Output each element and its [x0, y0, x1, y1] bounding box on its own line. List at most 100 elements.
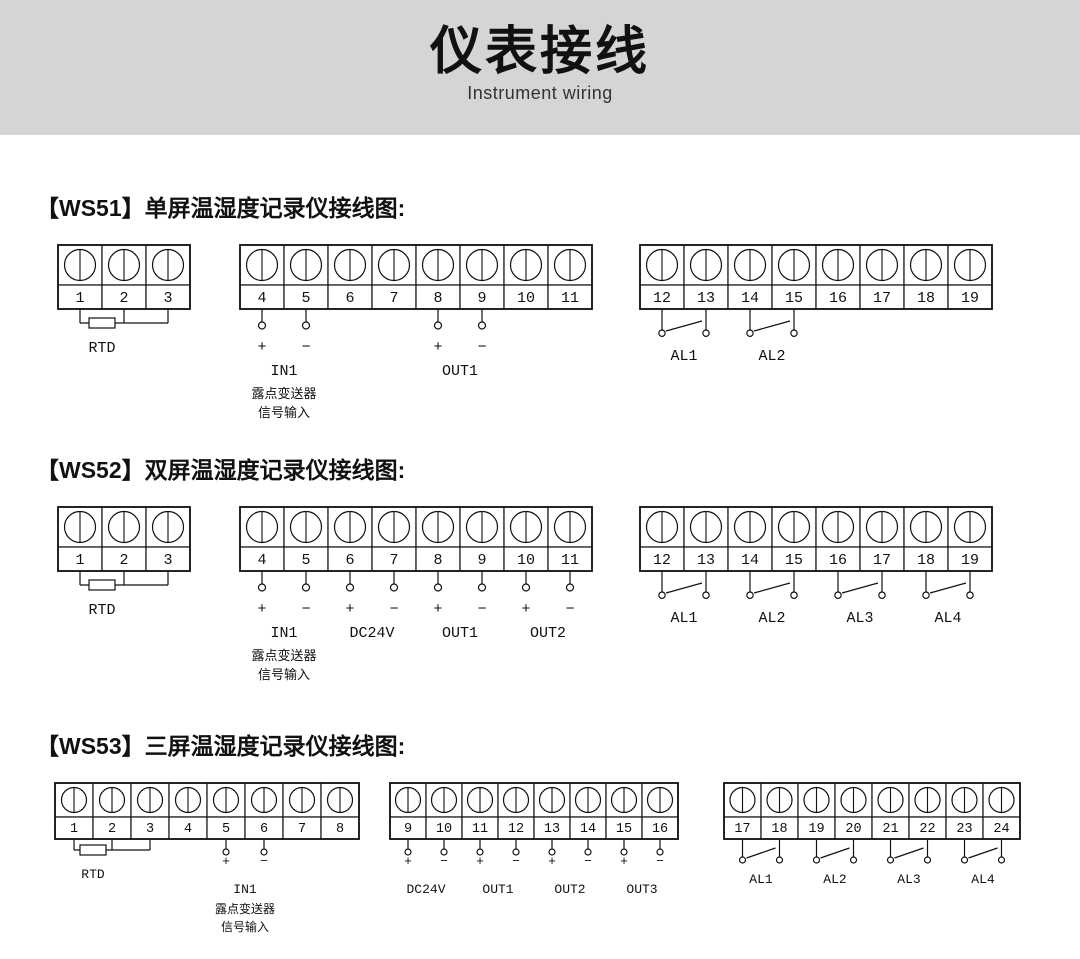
switch-contact-icon [702, 329, 710, 338]
terminal: 4 [239, 506, 285, 572]
terminal: 13 [683, 506, 729, 572]
number-cell [903, 284, 949, 310]
annotation-label: RTD [88, 602, 115, 619]
terminal: 7 [371, 506, 417, 572]
annotation-sublabel: 信号输入 [258, 405, 310, 420]
annotation-label: DC24V [406, 882, 445, 897]
terminal-number: 12 [508, 822, 524, 837]
terminal-number: 8 [336, 822, 344, 837]
section-heading-ws52: 【WS52】双屏温湿度记录仪接线图: [36, 457, 406, 483]
terminal: 6 [327, 244, 373, 310]
terminal-number: 6 [345, 552, 354, 569]
annotation-label: RTD [88, 340, 115, 357]
terminal: 7 [371, 244, 417, 310]
terminal: 2 [92, 782, 132, 840]
pin-terminal-icon [301, 583, 311, 592]
terminal-number: 24 [993, 822, 1009, 837]
switch-contact-icon [922, 591, 930, 600]
terminal-number: 11 [561, 290, 579, 307]
terminal-number: 14 [580, 822, 596, 837]
terminal: 13 [683, 244, 729, 310]
terminal-number: 3 [163, 290, 172, 307]
terminal-number: 6 [345, 290, 354, 307]
number-cell [283, 546, 329, 572]
switch-contact-icon [702, 591, 710, 600]
wire [753, 582, 791, 594]
annotation-label: AL2 [823, 872, 846, 887]
terminal-number: 1 [75, 290, 84, 307]
terminal: 24 [982, 782, 1021, 840]
terminal-number: 13 [697, 552, 715, 569]
terminal-number: 5 [222, 822, 230, 837]
switch-contact-icon [738, 856, 747, 864]
pin-terminal-icon [565, 583, 575, 592]
terminal: 23 [945, 782, 984, 840]
pins-annotation: +−OUT2 [548, 839, 592, 897]
switch-contact-icon [812, 856, 821, 864]
switch-contact-icon [960, 856, 969, 864]
terminal-number: 20 [845, 822, 861, 837]
wire [820, 847, 850, 859]
wire [746, 847, 776, 859]
pins-annotation: +−OUT2 [521, 571, 575, 642]
polarity-sign: + [222, 854, 230, 869]
terminal-number: 19 [961, 290, 979, 307]
switch-contact-icon [746, 591, 754, 600]
pin-terminal-icon [433, 321, 443, 330]
polarity-sign: + [433, 601, 442, 618]
terminal-number: 12 [653, 552, 671, 569]
terminal-number: 8 [433, 552, 442, 569]
terminal-number: 5 [301, 290, 310, 307]
terminal-number: 17 [873, 290, 891, 307]
wire [665, 320, 703, 332]
terminal: 8 [415, 244, 461, 310]
wire [841, 582, 879, 594]
annotation-label: OUT1 [442, 625, 478, 642]
switch-contact-icon [849, 856, 858, 864]
terminal-number: 1 [70, 822, 78, 837]
strip-border [239, 506, 593, 572]
switch-contact-icon [658, 591, 666, 600]
strip-border [239, 244, 593, 310]
terminal: 19 [947, 506, 993, 572]
terminal: 10 [425, 782, 463, 840]
terminal: 17 [859, 506, 905, 572]
terminal-number: 2 [108, 822, 116, 837]
number-cell [639, 546, 685, 572]
terminal-number: 13 [697, 290, 715, 307]
terminal-number: 16 [829, 552, 847, 569]
number-cell [683, 284, 729, 310]
pins-annotation: +−OUT1 [476, 839, 520, 897]
number-cell [947, 284, 993, 310]
terminal-number: 15 [616, 822, 632, 837]
terminal: 11 [547, 506, 593, 572]
switch-contact-icon [886, 856, 895, 864]
terminal-number: 9 [477, 290, 486, 307]
terminal-number: 17 [873, 552, 891, 569]
pin-terminal-icon [404, 848, 412, 856]
terminal-number: 8 [433, 290, 442, 307]
terminal: 9 [459, 506, 505, 572]
terminal: 5 [206, 782, 246, 840]
switch-contact-icon [966, 591, 974, 600]
switch-annotation: AL1 [658, 309, 710, 365]
annotation-sublabel: 露点变送器 [251, 386, 316, 401]
polarity-sign: − [656, 854, 664, 869]
terminal-number: 7 [389, 552, 398, 569]
terminal: 6 [327, 506, 373, 572]
pin-terminal-icon [584, 848, 592, 856]
switch-contact-icon [775, 856, 784, 864]
annotation-label: OUT1 [442, 363, 478, 380]
pin-terminal-icon [548, 848, 556, 856]
terminal: 14 [727, 506, 773, 572]
wire [665, 582, 703, 594]
terminal: 21 [871, 782, 910, 840]
strip-border [639, 244, 993, 310]
terminal: 1 [54, 782, 94, 840]
terminal-number: 4 [184, 822, 192, 837]
terminal: 9 [389, 782, 427, 840]
terminal: 17 [859, 244, 905, 310]
